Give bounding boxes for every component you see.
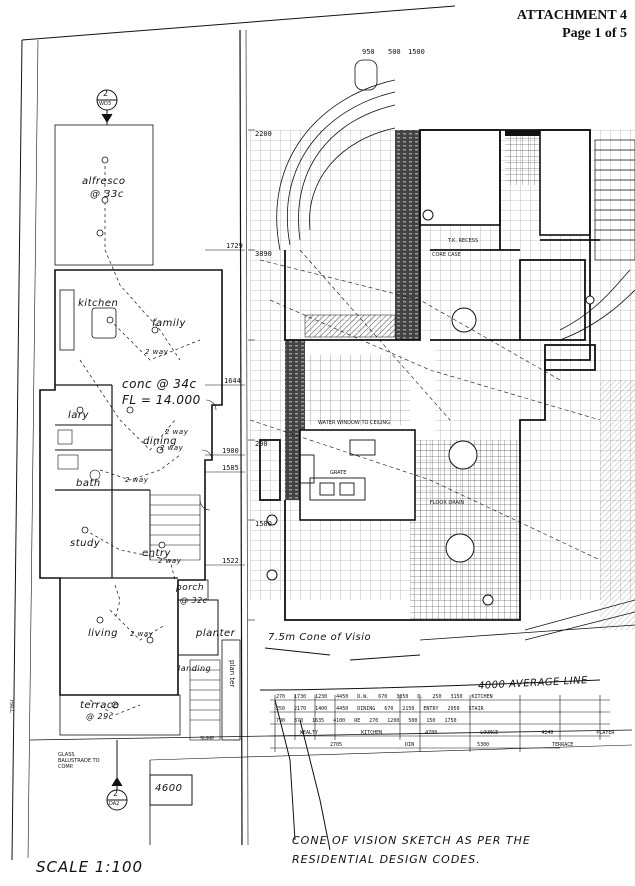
cone-note-a: 7.5m Cone of Visio xyxy=(268,632,372,643)
water-window-label: WATER WINDOW TO CEILING xyxy=(318,420,391,426)
cone-note-line1: CONE OF VISION SKETCH AS PER THE xyxy=(292,834,531,847)
tk-recess-label: T.K. RECESS xyxy=(448,238,479,244)
switch-label-3: 2 way xyxy=(160,444,184,452)
sump-label: SUMP xyxy=(200,736,215,742)
cone-note-line2: RESIDENTIAL DESIGN CODES. xyxy=(292,853,481,866)
right-house-plan xyxy=(248,59,635,641)
room-porch: porch xyxy=(176,583,205,593)
dim-row-c: 790 870 1635 4100 RE 270 1200 500 150 17… xyxy=(276,718,457,724)
dim-row-a: 270 1730 1230 4450 D.W. 670 3050 D. 250 … xyxy=(276,694,493,700)
top-dim-2: 1500 xyxy=(408,48,425,56)
floor-drain-label: FLOOR DRAIN xyxy=(430,500,465,506)
section-bottom-sheet: DA2 xyxy=(109,801,120,807)
room-family: family xyxy=(152,318,186,329)
dim-1644: 1644 xyxy=(224,377,241,385)
room-terrace: terrace xyxy=(80,700,120,711)
dim-row-d: WEALTY KITCHEN 4700 LOUNGE 4240 PLAYER xyxy=(300,730,615,736)
glass-balustrade-note: GLASS BALUSTRADE TO COMP. xyxy=(58,752,100,770)
handwritten-markup xyxy=(149,647,601,851)
room-lary: lary xyxy=(68,410,89,421)
site-boundary xyxy=(11,5,633,861)
section-marker-bottom xyxy=(106,740,128,811)
room-planter: planter xyxy=(196,628,236,639)
side-dim-1: 3890 xyxy=(255,250,272,258)
slab-level-note: conc @ 34c xyxy=(122,377,197,391)
dimension-strings xyxy=(270,695,610,752)
section-top-ref: 2 xyxy=(103,89,109,98)
room-kitchen: kitchen xyxy=(78,298,119,309)
room-terrace-level: @ 29c xyxy=(86,712,114,721)
room-entry: entry xyxy=(142,548,171,559)
top-dim-0: 950 xyxy=(362,48,375,56)
room-dining: dining xyxy=(143,436,177,447)
room-bath: bath xyxy=(76,478,101,489)
room-alfresco-level: @ 33c xyxy=(90,189,124,200)
dim-1522: 1522 xyxy=(222,557,239,565)
hall-label: HALL xyxy=(8,700,14,713)
side-dim-0: 2200 xyxy=(255,130,272,138)
room-landing: landing xyxy=(178,664,212,673)
room-porch-level: @ 32c xyxy=(180,596,208,605)
side-dim-3: 1500 xyxy=(255,520,272,528)
boxed-value: 4600 xyxy=(155,783,183,794)
scale-note: SCALE 1:100 xyxy=(36,858,144,876)
plan-ter-label: plan ter xyxy=(228,660,236,688)
section-top-sheet: WD3 xyxy=(99,101,111,107)
top-dim-1: 500 xyxy=(388,48,401,56)
dim-1900: 1900 xyxy=(222,447,239,455)
switch-label-1: 2 way xyxy=(145,348,169,356)
room-living: living xyxy=(88,628,118,639)
core-case-label: CORE CASE xyxy=(432,252,461,258)
room-study: study xyxy=(70,538,101,549)
section-bottom-ref: 2 xyxy=(113,789,119,798)
grate-label: GRATE xyxy=(330,470,347,476)
switch-label-2: 2 way xyxy=(165,428,189,436)
left-house-plan xyxy=(39,124,245,741)
page-number: Page 1 of 5 xyxy=(562,26,627,41)
floor-level-note: FL = 14.000 xyxy=(122,393,201,407)
attachment-title: ATTACHMENT 4 xyxy=(516,8,627,23)
switch-label-6: 2 way xyxy=(130,630,154,638)
switch-label-5: 2 way xyxy=(158,557,182,565)
dim-1585: 1585 xyxy=(222,464,239,472)
dim-1729: 1729 xyxy=(226,242,243,250)
room-alfresco: alfresco xyxy=(82,176,126,187)
side-dim-2: 200 xyxy=(255,440,268,448)
switch-label-4: 2 way xyxy=(125,476,149,484)
section-marker-top xyxy=(96,89,118,125)
dim-row-e: 2705 DIN 5300 TERRACE xyxy=(330,742,574,748)
dim-row-b: 250 2170 1400 4450 DINING 670 2150 ENTRY… xyxy=(276,706,484,712)
